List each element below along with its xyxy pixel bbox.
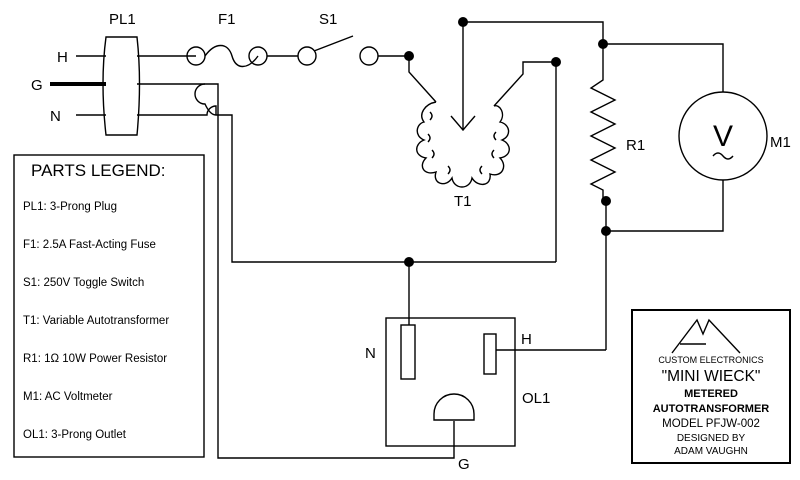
transformer-t1: T1 bbox=[408, 22, 556, 210]
outlet-pin-ground-label: G bbox=[458, 456, 470, 473]
fuse-label: F1 bbox=[218, 11, 236, 28]
voltmeter-m1: V M1 bbox=[678, 91, 791, 181]
title-block: CUSTOM ELECTRONICS "MINI WIECK" METERED … bbox=[631, 309, 791, 464]
plug-pin-ground-label: G bbox=[31, 77, 43, 94]
resistor-label: R1 bbox=[626, 137, 645, 154]
company-logo bbox=[671, 318, 741, 354]
legend-item: R1: 1Ω 10W Power Resistor bbox=[23, 353, 167, 365]
plug-pin-neutral-label: N bbox=[50, 108, 61, 125]
plug-pin-hot-label: H bbox=[57, 49, 68, 66]
junction-dot bbox=[458, 17, 468, 27]
outlet-neutral-slot bbox=[400, 324, 416, 380]
outlet-ol1: OL1 bbox=[385, 317, 550, 447]
outlet-label: OL1 bbox=[522, 390, 550, 407]
resistor-r1: R1 bbox=[589, 44, 645, 200]
designer-name: ADAM VAUGHN bbox=[674, 446, 748, 457]
legend-item: OL1: 3-Prong Outlet bbox=[23, 429, 127, 441]
outlet-pin-hot-label: H bbox=[521, 331, 532, 348]
meter-symbol: V bbox=[713, 120, 733, 153]
fuse-f1: F1 bbox=[186, 11, 268, 68]
meter-label: M1 bbox=[770, 134, 791, 151]
legend-item: F1: 2.5A Fast-Acting Fuse bbox=[23, 239, 156, 251]
legend-item: T1: Variable Autotransformer bbox=[23, 315, 169, 327]
switch-label: S1 bbox=[319, 11, 337, 28]
outlet-pin-neutral-label: N bbox=[365, 345, 376, 362]
meter-top-wire bbox=[603, 43, 724, 92]
plug-label: PL1 bbox=[109, 11, 136, 28]
neutral-bus-wire bbox=[216, 114, 556, 263]
product-name: "MINI WIECK" bbox=[662, 368, 761, 385]
company-name: CUSTOM ELECTRONICS bbox=[658, 355, 763, 365]
model-number: MODEL PFJW-002 bbox=[662, 418, 760, 430]
wiper-wire bbox=[463, 21, 604, 44]
ground-wire bbox=[137, 83, 455, 459]
legend-title: PARTS LEGEND: bbox=[31, 161, 165, 180]
outlet-hot-slot bbox=[483, 333, 497, 375]
parts-legend: PARTS LEGEND: PL1: 3-Prong Plug F1: 2.5A… bbox=[13, 154, 205, 458]
product-line-2: AUTOTRANSFORMER bbox=[653, 403, 770, 415]
designed-by: DESIGNED BY bbox=[677, 433, 746, 444]
switch-s1: S1 bbox=[297, 11, 379, 66]
neutral-hop bbox=[194, 83, 217, 116]
legend-item: S1: 250V Toggle Switch bbox=[23, 277, 144, 289]
plug-pl1: PL1 bbox=[102, 11, 141, 136]
transformer-label: T1 bbox=[454, 193, 472, 210]
legend-item: M1: AC Voltmeter bbox=[23, 391, 113, 403]
legend-item: PL1: 3-Prong Plug bbox=[23, 201, 117, 213]
outlet-ground-slot bbox=[433, 393, 475, 421]
meter-bottom-wire bbox=[606, 180, 724, 232]
product-line-1: METERED bbox=[684, 388, 738, 400]
